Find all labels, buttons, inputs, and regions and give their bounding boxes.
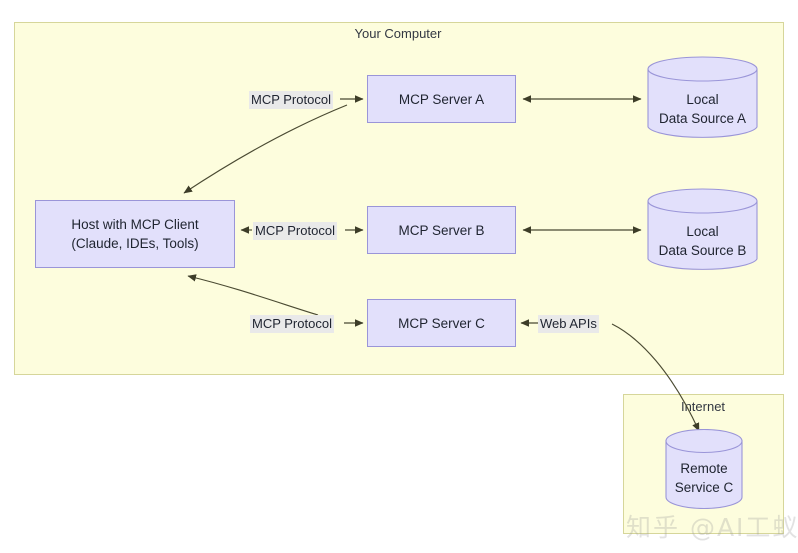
- node-mcp-server-c[interactable]: MCP Server C: [367, 299, 516, 347]
- cylinder-icon: [647, 188, 758, 270]
- node-remote-service-c[interactable]: Remote Service C: [665, 428, 743, 510]
- node-mcp-server-b-label: MCP Server B: [398, 222, 485, 238]
- node-local-data-source-b[interactable]: Local Data Source B: [647, 188, 758, 272]
- group-internet-label: Internet: [680, 399, 726, 414]
- node-host-line2: (Claude, IDEs, Tools): [71, 236, 199, 251]
- edge-label-web-apis: Web APIs: [538, 315, 599, 333]
- cylinder-icon: [647, 56, 758, 138]
- edge-web-apis-to-remote-service: [611, 323, 700, 432]
- edge-host-to-server-a: [183, 104, 348, 194]
- edge-host-to-server-c: [187, 274, 319, 316]
- group-internet: [623, 394, 784, 534]
- node-host-with-mcp-client[interactable]: Host with MCP Client (Claude, IDEs, Tool…: [35, 200, 235, 268]
- node-mcp-server-c-label: MCP Server C: [398, 315, 485, 331]
- edge-label-mcp-protocol-b: MCP Protocol: [253, 222, 337, 240]
- cylinder-icon: [665, 428, 743, 510]
- edge-label-mcp-protocol-c: MCP Protocol: [250, 315, 334, 333]
- node-mcp-server-b[interactable]: MCP Server B: [367, 206, 516, 254]
- edge-label-mcp-protocol-a: MCP Protocol: [249, 91, 333, 109]
- node-mcp-server-a-label: MCP Server A: [398, 91, 485, 107]
- node-mcp-server-a[interactable]: MCP Server A: [367, 75, 516, 123]
- group-your-computer-label: Your Computer: [354, 26, 442, 41]
- node-host-line1: Host with MCP Client: [71, 217, 199, 232]
- node-local-data-source-a[interactable]: Local Data Source A: [647, 56, 758, 140]
